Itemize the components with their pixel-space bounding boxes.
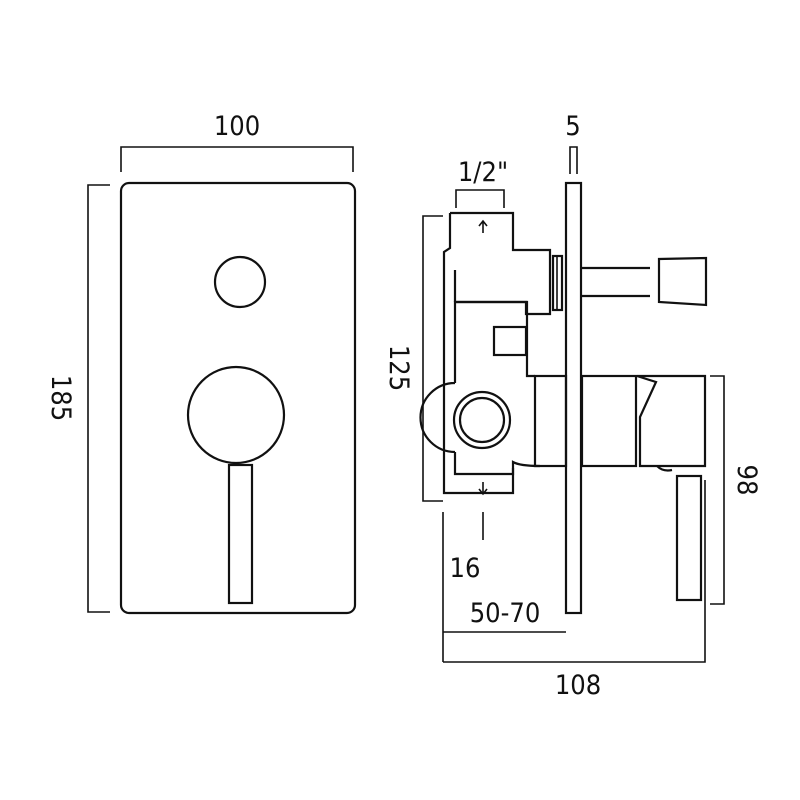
flow-up-arrow-icon bbox=[478, 219, 488, 233]
width-dimension-bracket bbox=[120, 146, 354, 172]
side-cover-plate bbox=[564, 181, 583, 615]
flow-down-arrow-icon bbox=[478, 482, 488, 496]
handle-screw bbox=[656, 465, 673, 472]
handle-height-label: 98 bbox=[731, 465, 762, 496]
height-label: 185 bbox=[45, 375, 76, 421]
diverter-button bbox=[213, 255, 267, 309]
total-depth-line bbox=[443, 480, 706, 663]
handle-height-bracket bbox=[710, 375, 725, 605]
side-lever bbox=[675, 474, 703, 602]
plate-thickness-bracket bbox=[569, 146, 578, 174]
handle-body bbox=[636, 374, 707, 468]
side-view: 5 1/2" 125 98 16 50-70 108 bbox=[383, 111, 762, 701]
width-label: 100 bbox=[214, 111, 260, 142]
valve-body-outline bbox=[442, 213, 515, 495]
body-height-label: 125 bbox=[383, 345, 414, 391]
plate-thickness-label: 5 bbox=[565, 111, 580, 142]
outlet-port-outer bbox=[452, 390, 512, 450]
total-depth-label: 108 bbox=[555, 670, 601, 701]
sleeve-rear bbox=[533, 374, 568, 468]
diverter-knob bbox=[657, 256, 708, 307]
valve-body bbox=[419, 211, 552, 476]
cartridge-port bbox=[492, 325, 528, 357]
inlet-bracket bbox=[455, 189, 505, 208]
outlet-port-inner bbox=[458, 396, 506, 444]
front-view: 100 185 bbox=[45, 111, 357, 615]
outlet-offset-label: 16 bbox=[450, 553, 481, 584]
outlet-offset-bracket bbox=[442, 512, 484, 662]
body-height-bracket bbox=[422, 215, 443, 502]
height-dimension-bracket bbox=[87, 184, 110, 613]
lever-handle bbox=[227, 463, 254, 605]
handle-hub bbox=[186, 365, 286, 465]
inlet-label: 1/2" bbox=[458, 157, 508, 188]
depth-range-label: 50-70 bbox=[470, 598, 541, 629]
valve-body-mid bbox=[453, 270, 535, 378]
cover-plate bbox=[119, 181, 357, 615]
sleeve-front bbox=[580, 374, 638, 468]
